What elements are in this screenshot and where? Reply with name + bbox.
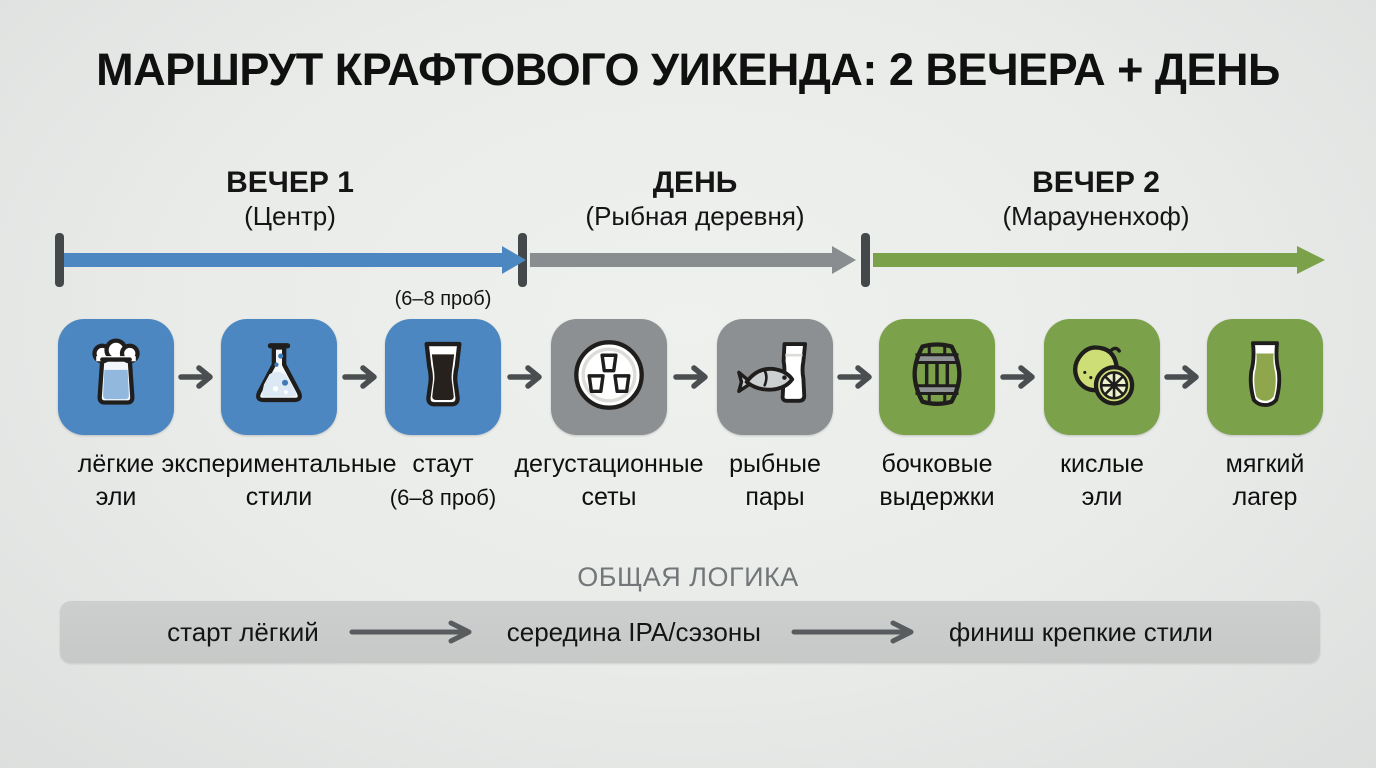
step-label: дегустационные сеты (514, 450, 704, 511)
stout-note-above: (6–8 проб) (394, 288, 492, 310)
timeline-arrowhead-day (832, 246, 856, 274)
step-label: мягкий лагер (1225, 450, 1305, 511)
timeline-segment-day (530, 253, 832, 267)
logic-item-finish: финиш крепкие стили (948, 616, 1213, 647)
step-arrow-icon (1164, 365, 1199, 389)
step-tile-sour-ales (1044, 319, 1160, 435)
step-arrow-icon (507, 365, 542, 389)
flow-arrow-icon (349, 620, 472, 644)
timeline-tick (861, 233, 870, 287)
timeline-tick (55, 233, 64, 287)
phase-header-evening1: ВЕЧЕР 1 (Центр) (60, 166, 520, 232)
phase-title: ВЕЧЕР 1 (226, 166, 354, 199)
citrus-icon (1059, 332, 1145, 423)
phase-title: ВЕЧЕР 2 (1032, 166, 1160, 199)
flask-icon (236, 332, 322, 423)
step-arrow-icon (673, 365, 708, 389)
step-arrow-icon (342, 365, 377, 389)
logic-item-start: старт лёгкий (167, 616, 319, 647)
timeline-segment-evening2 (873, 253, 1297, 267)
phase-subtitle: (Марауненхоф) (1002, 201, 1190, 231)
step-label: экспериментальные стили (161, 450, 397, 511)
beer-glass-icon (73, 332, 159, 423)
fish-pairing-icon (732, 332, 818, 423)
flow-arrow-icon (791, 620, 914, 644)
barrel-icon (894, 332, 980, 423)
page-title: МАРШРУТ КРАФТОВОГО УИКЕНДА: 2 ВЕЧЕРА + Д… (96, 44, 1280, 95)
timeline-segment-evening1 (64, 253, 502, 267)
logic-bar: старт лёгкий середина IPA/сэзоны финиш к… (60, 601, 1320, 663)
phase-subtitle: (Центр) (244, 201, 336, 231)
step-label: стаут (6–8 проб) (389, 450, 497, 510)
step-tile-light-ales (58, 319, 174, 435)
logic-item-middle: середина IPA/сэзоны (506, 616, 761, 647)
phase-header-day: ДЕНЬ (Рыбная деревня) (520, 166, 870, 232)
step-tile-barrel-aged (879, 319, 995, 435)
tasting-set-icon (566, 332, 652, 423)
step-label: кислые эли (1060, 450, 1144, 511)
step-label: лёгкие эли (77, 450, 155, 511)
step-arrow-icon (1000, 365, 1035, 389)
phase-subtitle: (Рыбная деревня) (585, 201, 805, 231)
step-label: рыбные пары (729, 450, 821, 511)
step-tile-fish-pairings (717, 319, 833, 435)
step-arrow-icon (837, 365, 872, 389)
lager-glass-icon (1222, 332, 1308, 423)
phase-title: ДЕНЬ (652, 166, 738, 199)
logic-heading: ОБЩАЯ ЛОГИКА (577, 562, 799, 592)
step-label: бочковые выдержки (879, 450, 995, 511)
stout-glass-icon (400, 332, 486, 423)
timeline-arrowhead-evening2 (1297, 246, 1325, 274)
step-arrow-icon (178, 365, 213, 389)
step-tile-stout (385, 319, 501, 435)
phase-header-evening2: ВЕЧЕР 2 (Марауненхоф) (866, 166, 1326, 232)
step-tile-mild-lager (1207, 319, 1323, 435)
step-tile-experimental-styles (221, 319, 337, 435)
step-tile-tasting-sets (551, 319, 667, 435)
timeline-arrowhead-evening1 (502, 246, 526, 274)
